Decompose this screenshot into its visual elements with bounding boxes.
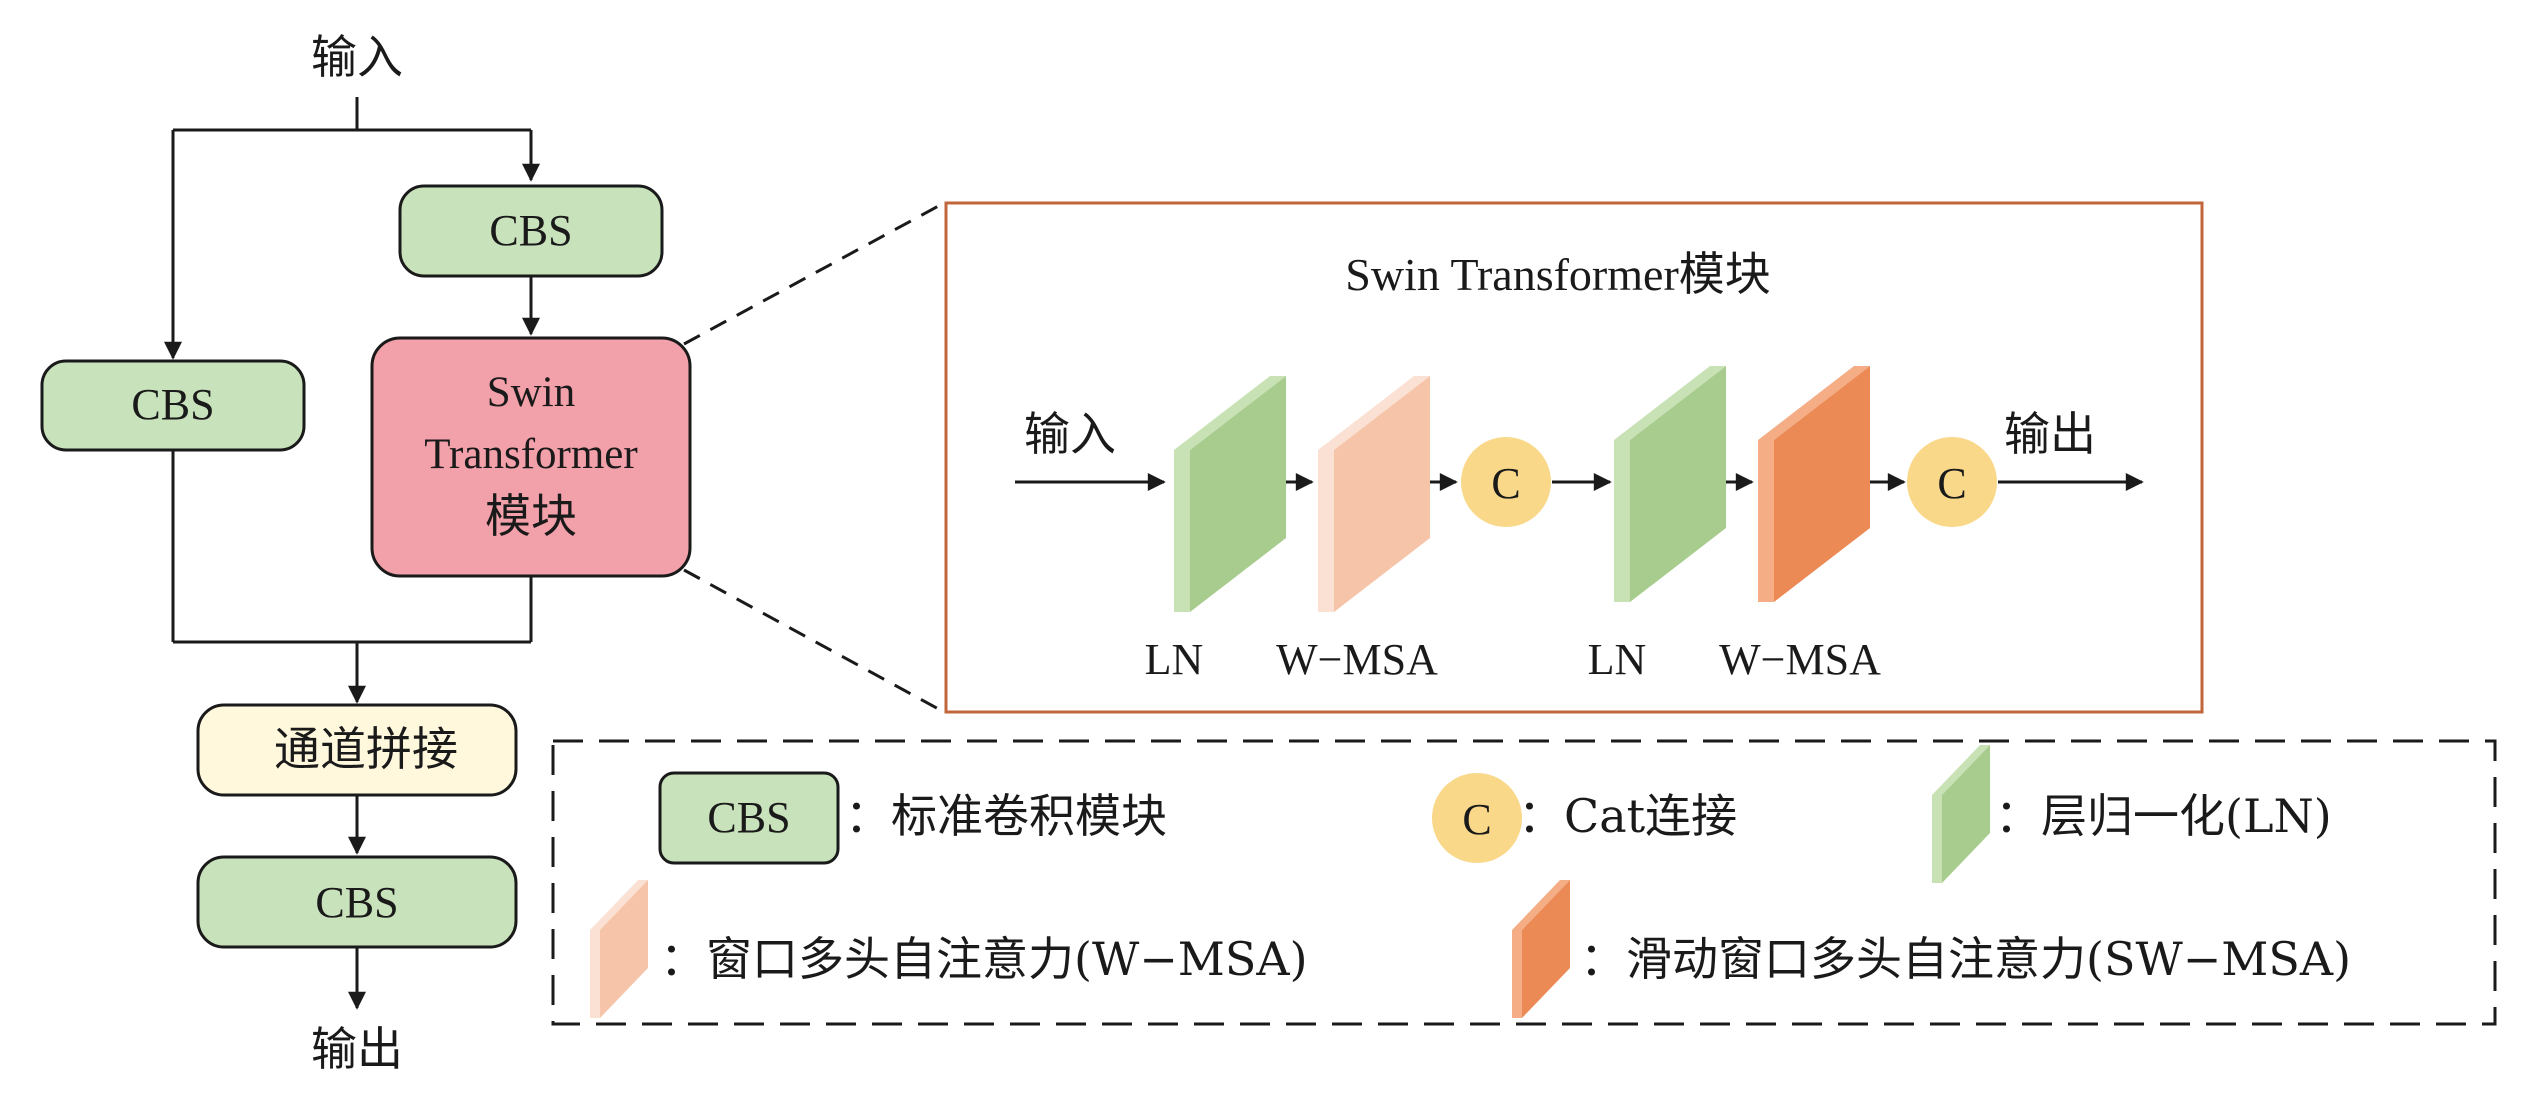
cbs-bottom-block: CBS: [196, 855, 518, 949]
swin-transformer-block: Swin Transformer 模块: [370, 336, 692, 578]
cbs-top-label: CBS: [489, 206, 572, 255]
legend-cat: C ：Cat连接: [1432, 773, 1737, 863]
concat-node-2-label: C: [1937, 459, 1966, 508]
legend-cbs: CBS ：标准卷积模块: [658, 771, 1167, 865]
legend-wmsa: ：窗口多头自注意力(W−MSA): [590, 880, 1308, 1018]
detail-title: Swin Transformer模块: [1345, 249, 1771, 300]
legend-cbs-desc: ：标准卷积模块: [845, 789, 1167, 843]
concat-node-1-label: C: [1491, 459, 1520, 508]
legend-wmsa-desc: ：窗口多头自注意力(W−MSA): [660, 932, 1308, 986]
left-flow: 输入 CBS CBS Swin Tra: [40, 30, 692, 1076]
wmsa-layer-1: [1318, 376, 1430, 612]
swin-detail-panel: Swin Transformer模块 输入 输出 C: [944, 201, 2204, 714]
legend-panel: CBS ：标准卷积模块 C ：Cat连接 ：层归一化(LN) ：窗口多头自注意力…: [551, 739, 2497, 1026]
swmsa-layer: [1758, 366, 1870, 602]
concat-label: 通道拼接: [274, 722, 458, 776]
concat-block: 通道拼接: [196, 703, 518, 797]
swin-block-line1: Swin: [487, 369, 575, 416]
legend-cat-symbol: C: [1462, 795, 1491, 844]
cbs-top-block: CBS: [398, 184, 664, 278]
concat-node-2: C: [1907, 437, 1997, 527]
layer-label-wmsa-2: W−MSA: [1719, 635, 1881, 684]
legend-ln: ：层归一化(LN): [1932, 745, 2332, 883]
legend-swmsa: ：滑动窗口多头自注意力(SW−MSA): [1512, 880, 2351, 1018]
swin-block-line2: Transformer: [424, 431, 637, 478]
layer-label-wmsa-1: W−MSA: [1276, 635, 1438, 684]
left-input-label: 输入: [311, 30, 403, 84]
legend-cat-desc: ：Cat连接: [1518, 789, 1737, 843]
cbs-left-block: CBS: [40, 359, 306, 452]
cbs-left-label: CBS: [131, 380, 214, 429]
left-output-label: 输出: [311, 1022, 403, 1076]
concat-node-1: C: [1461, 437, 1551, 527]
cbs-bottom-label: CBS: [315, 878, 398, 927]
left-connectors: [164, 97, 540, 1010]
zoom-lines: [683, 201, 945, 714]
legend-swmsa-desc: ：滑动窗口多头自注意力(SW−MSA): [1580, 932, 2351, 986]
layer-label-ln-2: LN: [1588, 635, 1647, 684]
ln-layer-2: [1614, 366, 1726, 602]
layer-label-ln-1: LN: [1145, 635, 1204, 684]
detail-input-label: 输入: [1024, 407, 1116, 461]
swin-block-line3: 模块: [485, 489, 577, 543]
detail-output-label: 输出: [2004, 407, 2096, 461]
legend-cbs-box-label: CBS: [707, 793, 790, 842]
legend-ln-desc: ：层归一化(LN): [1995, 789, 2332, 843]
ln-layer-1: [1174, 376, 1286, 612]
